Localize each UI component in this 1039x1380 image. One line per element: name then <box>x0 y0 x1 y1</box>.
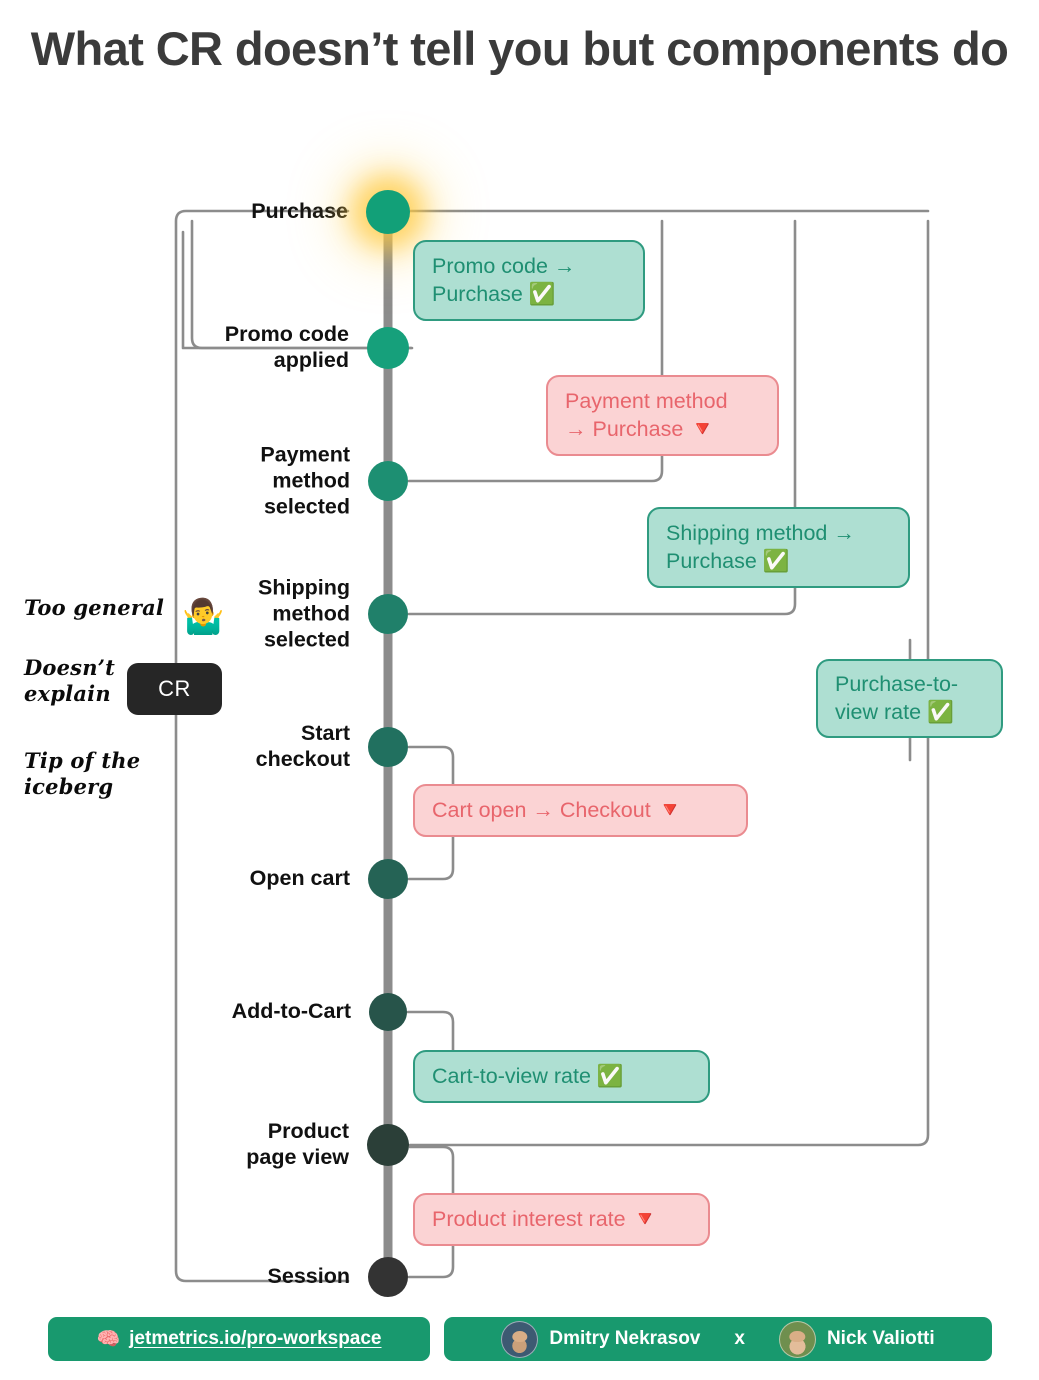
funnel-label-payment: Payment method selected <box>260 442 350 518</box>
footer-authors-bar: Dmitry Nekrasov x Nick Valiotti <box>444 1317 992 1361</box>
author-two: Nick Valiotti <box>778 1320 935 1358</box>
annotation-tip-of-iceberg: Tip of the iceberg <box>24 748 141 800</box>
callout-cart-to-view: Cart-to-view rate ✅ <box>413 1050 710 1103</box>
author-one-name: Dmitry Nekrasov <box>549 1328 701 1349</box>
footer-link-bar[interactable]: 🧠 jetmetrics.io/pro-workspace <box>48 1317 430 1361</box>
funnel-node-session[interactable] <box>368 1257 408 1297</box>
brain-icon: 🧠 <box>96 1329 121 1350</box>
funnel-label-session: Session <box>267 1264 350 1289</box>
funnel-node-product-view[interactable] <box>367 1124 409 1166</box>
callout-cart-open-checkout: Cart open → Checkout 🔻 <box>413 784 748 837</box>
callout-purchase-to-view: Purchase-to- view rate ✅ <box>816 659 1003 738</box>
funnel-node-purchase[interactable] <box>366 190 410 234</box>
funnel-node-payment[interactable] <box>368 461 408 501</box>
annotation-too-general: Too general <box>24 595 165 620</box>
funnel-node-start-checkout[interactable] <box>368 727 408 767</box>
avatar-nick <box>778 1320 816 1358</box>
funnel-label-add-to-cart: Add-to-Cart <box>231 999 351 1024</box>
author-two-name: Nick Valiotti <box>826 1328 935 1349</box>
callout-promo-purchase: Promo code → Purchase ✅ <box>413 240 645 321</box>
funnel-label-product-view: Product page view <box>246 1119 349 1169</box>
author-separator: x <box>734 1328 745 1349</box>
shrug-emoji: 🤷‍♂️ <box>182 598 225 636</box>
funnel-label-purchase: Purchase <box>251 199 348 224</box>
funnel-node-open-cart[interactable] <box>368 859 408 899</box>
funnel-node-add-to-cart[interactable] <box>369 993 407 1031</box>
footer-link-text[interactable]: jetmetrics.io/pro-workspace <box>129 1328 382 1349</box>
cr-badge: CR <box>127 663 222 715</box>
funnel-label-open-cart: Open cart <box>249 866 350 891</box>
callout-product-interest: Product interest rate 🔻 <box>413 1193 710 1246</box>
wire-cart-to-view <box>406 1010 455 1052</box>
funnel-node-promo[interactable] <box>367 327 409 369</box>
callout-shipping-purchase: Shipping method → Purchase ✅ <box>647 507 910 588</box>
avatar-dmitry <box>501 1320 539 1358</box>
funnel-label-start-checkout: Start checkout <box>255 721 350 771</box>
author-one: Dmitry Nekrasov <box>501 1320 701 1358</box>
funnel-label-shipping: Shipping method selected <box>258 575 350 651</box>
annotation-doesnt-explain: Doesn’t explain <box>24 655 116 707</box>
funnel-label-promo: Promo code applied <box>224 322 349 372</box>
funnel-node-shipping[interactable] <box>368 594 408 634</box>
callout-payment-purchase: Payment method → Purchase 🔻 <box>546 375 779 456</box>
page-title: What CR doesn’t tell you but components … <box>30 22 1009 75</box>
